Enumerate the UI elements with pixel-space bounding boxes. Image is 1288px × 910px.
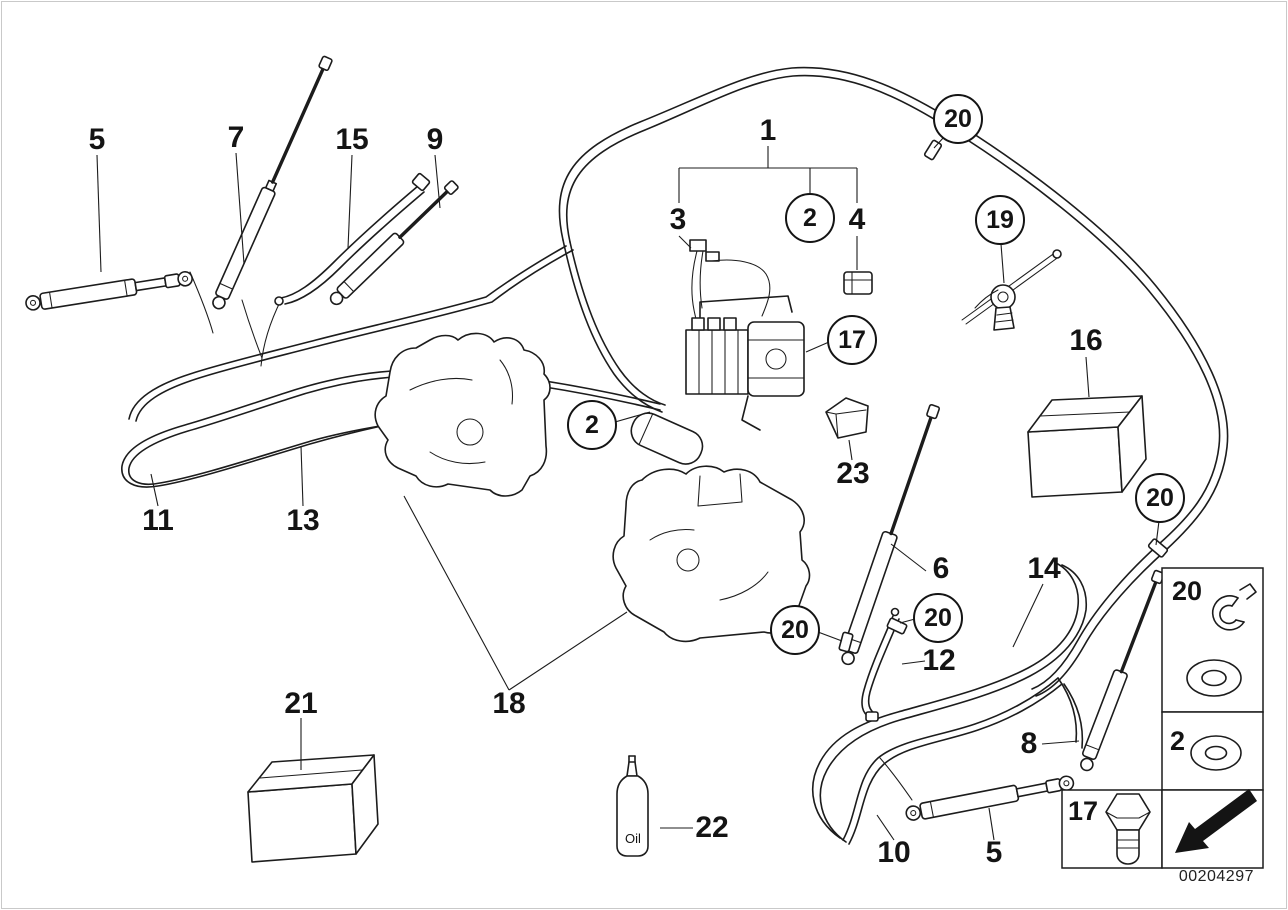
fitting-23 — [825, 397, 869, 439]
oil-bottle-label: Oil — [625, 831, 641, 846]
connector-4 — [843, 271, 873, 295]
callout-7[interactable]: 7 — [227, 121, 245, 154]
circled-callout-17[interactable]: 17 — [827, 315, 877, 365]
circled-callout-20[interactable]: 20 — [1135, 473, 1185, 523]
parts-box-21 — [247, 754, 379, 863]
hose-run-bottom-right — [812, 562, 1087, 845]
callout-4[interactable]: 4 — [848, 203, 866, 236]
callout-12[interactable]: 12 — [922, 644, 956, 677]
gas-strut-7 — [212, 55, 333, 310]
callout-15[interactable]: 15 — [335, 123, 369, 156]
callout-10[interactable]: 10 — [877, 836, 911, 869]
callout-5[interactable]: 5 — [985, 836, 1003, 869]
callout-23[interactable]: 23 — [836, 457, 870, 490]
callout-5[interactable]: 5 — [88, 123, 106, 156]
hose-clips-20 — [838, 139, 1169, 653]
hose-clip-icon — [1211, 583, 1257, 631]
legend-label-2: 2 — [1170, 726, 1185, 756]
legend-label-17: 17 — [1068, 796, 1098, 826]
callout-16[interactable]: 16 — [1069, 324, 1103, 357]
padding-cover-upper — [374, 332, 551, 497]
legend-panel: 20 2 17 — [1061, 567, 1264, 869]
circled-callout-20[interactable]: 20 — [933, 94, 983, 144]
circled-callout-19[interactable]: 19 — [975, 195, 1025, 245]
callout-18[interactable]: 18 — [492, 687, 526, 720]
callout-21[interactable]: 21 — [284, 687, 318, 720]
callout-11[interactable]: 11 — [142, 504, 174, 537]
oil-bottle-22: Oil — [616, 755, 649, 857]
callout-6[interactable]: 6 — [932, 552, 950, 585]
leader-lines — [96, 136, 1160, 841]
screw-plug-icon — [1105, 793, 1151, 865]
circled-callout-2[interactable]: 2 — [567, 400, 617, 450]
washer-icon — [1190, 735, 1242, 771]
callout-14[interactable]: 14 — [1027, 552, 1061, 585]
parts-box-16 — [1027, 395, 1147, 498]
hydraulic-pump-17 — [630, 295, 805, 465]
legend-label-20: 20 — [1172, 576, 1202, 606]
circled-callout-20[interactable]: 20 — [770, 605, 820, 655]
callout-9[interactable]: 9 — [426, 123, 444, 156]
diagram-id: 00204297 — [1179, 868, 1254, 885]
callout-8[interactable]: 8 — [1020, 727, 1038, 760]
wiring-harness-3 — [689, 239, 771, 331]
circled-callout-20[interactable]: 20 — [913, 593, 963, 643]
hose-15 — [274, 172, 431, 306]
callout-1[interactable]: 1 — [759, 114, 777, 147]
grommet-icon — [1186, 659, 1242, 697]
hose-run-top — [558, 66, 1229, 697]
gas-strut-6 — [841, 404, 941, 666]
hose-12 — [861, 607, 900, 722]
valve-19 — [961, 249, 1062, 331]
callout-22[interactable]: 22 — [695, 811, 729, 844]
gas-strut-8 — [1080, 569, 1165, 772]
callout-13[interactable]: 13 — [286, 504, 320, 537]
cylinder-5-top — [25, 270, 193, 311]
circled-callout-2[interactable]: 2 — [785, 193, 835, 243]
callout-3[interactable]: 3 — [669, 203, 687, 236]
cylinder-5-bottom — [905, 775, 1075, 821]
direction-arrow-icon — [1175, 789, 1257, 853]
